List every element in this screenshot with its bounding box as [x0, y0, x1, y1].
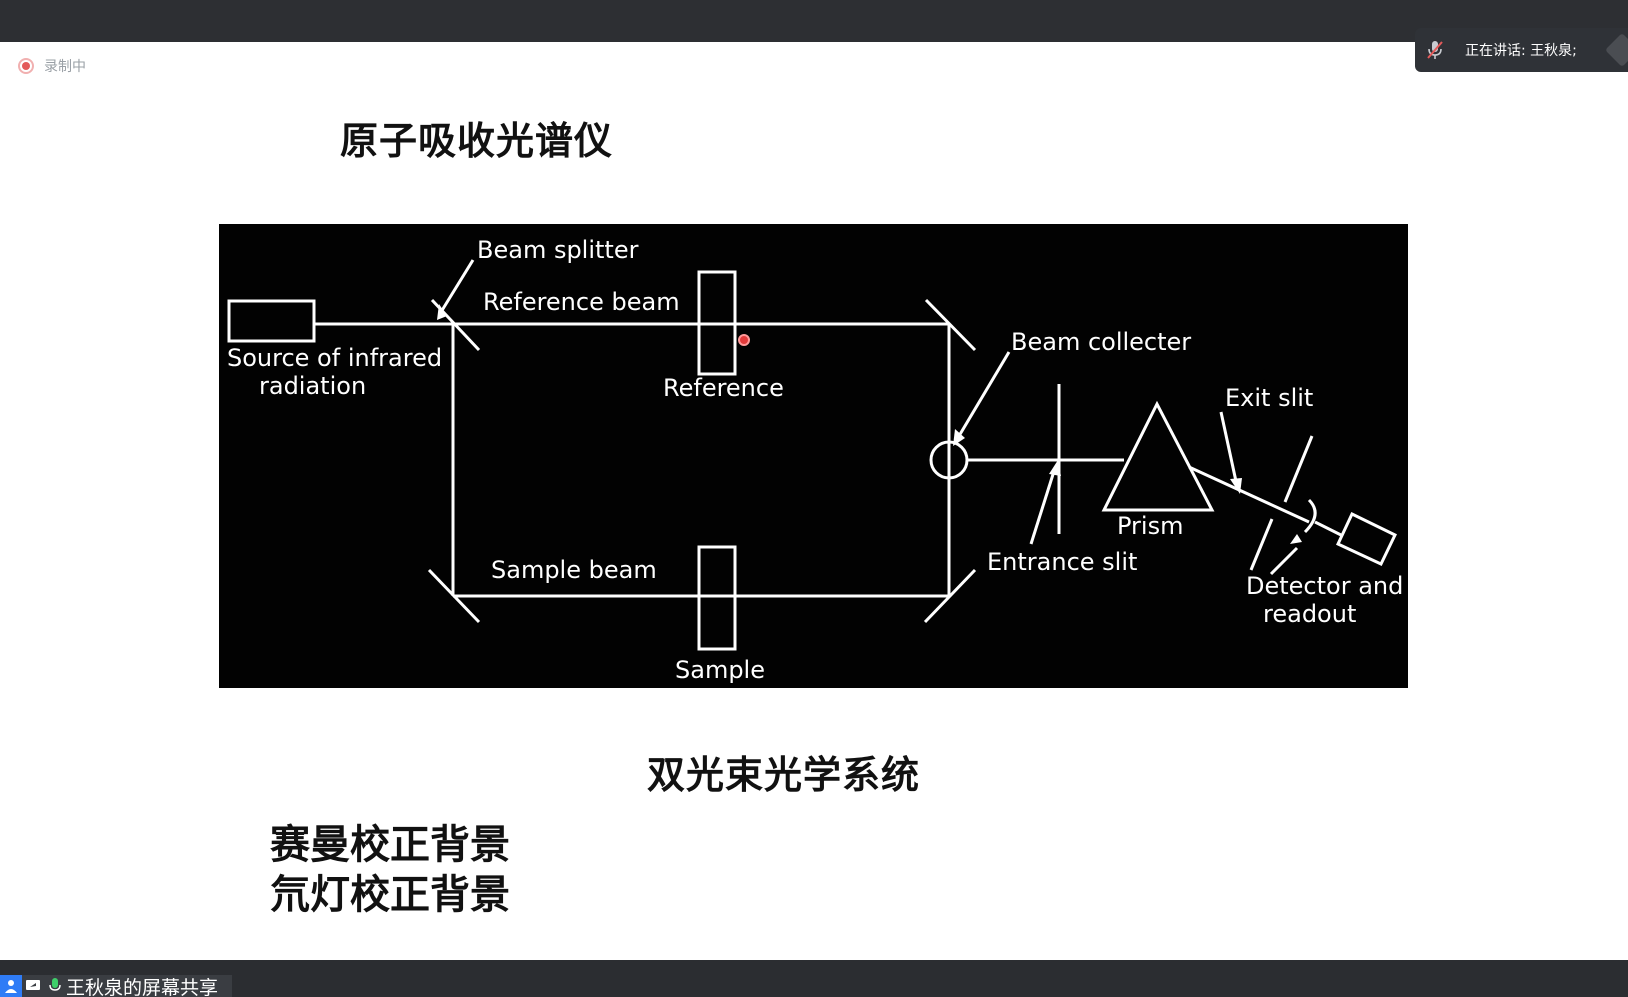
label-prism: Prism: [1117, 512, 1183, 540]
slide-title: 原子吸收光谱仪: [340, 119, 614, 163]
label-source-2: radiation: [259, 372, 366, 400]
reference-cell: [697, 270, 737, 376]
label-entrance-slit: Entrance slit: [987, 548, 1137, 576]
source-box: [227, 299, 316, 343]
screen-share-icon: [22, 975, 44, 997]
detector-box: [1336, 511, 1397, 566]
label-detector-2: readout: [1263, 600, 1356, 628]
speaker-label: 正在讲话: 王秋泉;: [1465, 43, 1577, 59]
sample-cell: [697, 545, 737, 651]
panel-collapse-icon[interactable]: [1605, 33, 1628, 67]
slide-caption: 双光束光学系统: [647, 753, 921, 797]
recording-indicator[interactable]: 录制中: [18, 56, 86, 76]
meeting-top-bar: [0, 0, 1628, 42]
exit-slit-bar-bottom: [1249, 518, 1274, 571]
record-icon: [18, 58, 34, 74]
prism-shape: [1101, 400, 1215, 512]
muted-mic-icon: [1415, 28, 1455, 72]
recording-label: 录制中: [44, 59, 86, 75]
label-sample-beam: Sample beam: [491, 556, 657, 584]
double-beam-diagram: Beam splitter Reference beam Source of i…: [219, 224, 1408, 688]
person-icon: [0, 975, 22, 997]
detector-lens: [1303, 498, 1317, 534]
slide-notes: 赛曼校正背景 氘灯校正背景: [270, 820, 510, 920]
label-detector-1: Detector and: [1246, 572, 1403, 600]
meeting-bottom-bar: [0, 960, 1628, 997]
label-sample: Sample: [675, 656, 765, 684]
mic-icon: [44, 975, 66, 997]
active-speaker-panel[interactable]: 正在讲话: 王秋泉;: [1415, 28, 1628, 72]
label-source-1: Source of infrared: [227, 344, 442, 372]
exit-slit-bar-top: [1283, 435, 1314, 503]
label-exit-slit: Exit slit: [1225, 384, 1313, 412]
note-line: 赛曼校正背景: [270, 821, 510, 868]
note-line: 氘灯校正背景: [270, 871, 510, 918]
diagram-text: Beam splitter Reference beam Source of i…: [227, 236, 1403, 684]
label-beam-collecter: Beam collecter: [1011, 328, 1191, 356]
label-beam-splitter: Beam splitter: [477, 236, 639, 264]
label-reference-beam: Reference beam: [483, 288, 680, 316]
screen-share-tag[interactable]: 王秋泉的屏幕共享: [0, 975, 232, 997]
laser-pointer: [738, 334, 750, 346]
share-label: 王秋泉的屏幕共享: [66, 976, 219, 997]
label-reference: Reference: [663, 374, 784, 402]
